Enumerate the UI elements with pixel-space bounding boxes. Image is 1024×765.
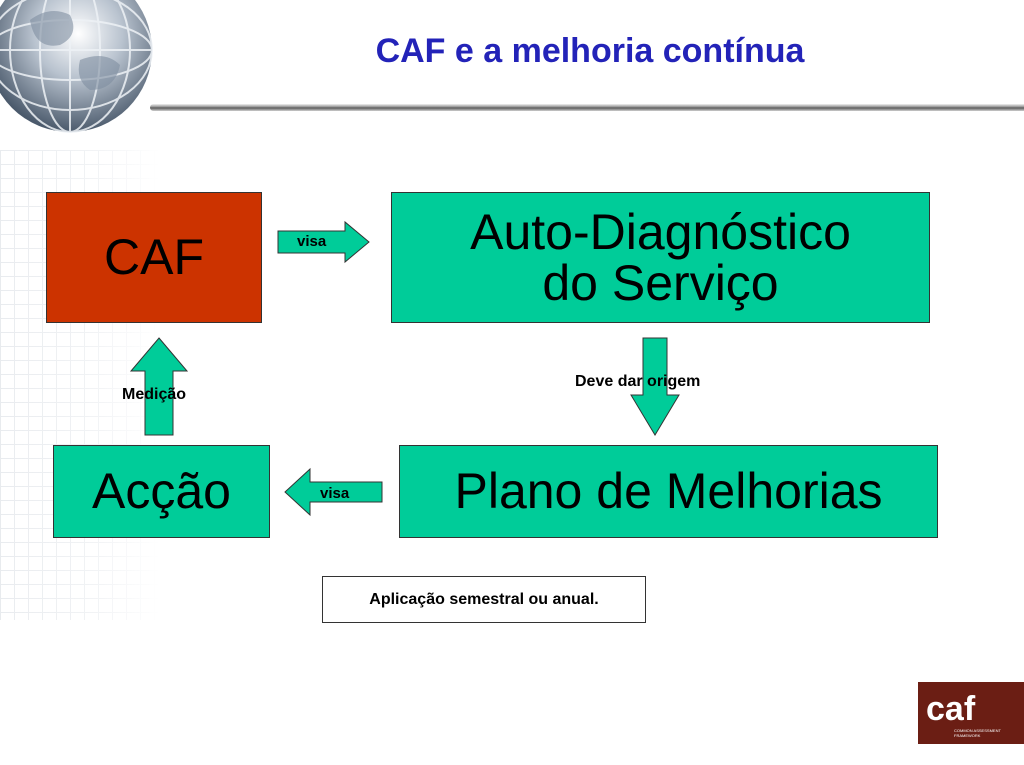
arrow-up-icon [129, 337, 189, 436]
globe-icon [0, 0, 153, 133]
node-accao: Acção [53, 445, 270, 538]
arrow-right-icon [277, 220, 370, 264]
logo-subtext-line2: FRAMEWORK [954, 733, 981, 738]
node-plano-label: Plano de Melhorias [454, 463, 883, 519]
logo-subtext-line1: COMMON ASSESSMENT [954, 728, 1001, 733]
caf-logo-mark: caf COMMON ASSESSMENT FRAMEWORK [926, 690, 1001, 738]
node-caf: CAF [46, 192, 262, 323]
caf-logo: caf COMMON ASSESSMENT FRAMEWORK [918, 682, 1024, 744]
edge-label-accao-to-caf: Medição [122, 386, 187, 403]
title-divider [150, 104, 1024, 111]
node-auto-diagnostico-line1: Auto-Diagnóstico [470, 203, 851, 260]
edge-label-plano-to-accao: visa [320, 485, 350, 502]
node-auto-diagnostico: Auto-Diagnóstico do Serviço [391, 192, 930, 323]
node-auto-diagnostico-line2: do Serviço [542, 254, 779, 311]
node-accao-label: Acção [92, 463, 231, 519]
node-plano-de-melhorias: Plano de Melhorias [399, 445, 938, 538]
edge-label-caf-to-auto: visa [297, 233, 327, 250]
edge-label-auto-to-plano: Deve dar origem [575, 373, 701, 390]
application-note: Aplicação semestral ou anual. [322, 576, 646, 623]
node-caf-label: CAF [104, 229, 204, 285]
arrow-down-icon [630, 337, 680, 436]
application-note-text: Aplicação semestral ou anual. [369, 590, 599, 608]
logo-text: caf [926, 690, 976, 728]
page-title: CAF e a melhoria contínua [375, 32, 805, 70]
arrow-left-icon [284, 467, 383, 517]
